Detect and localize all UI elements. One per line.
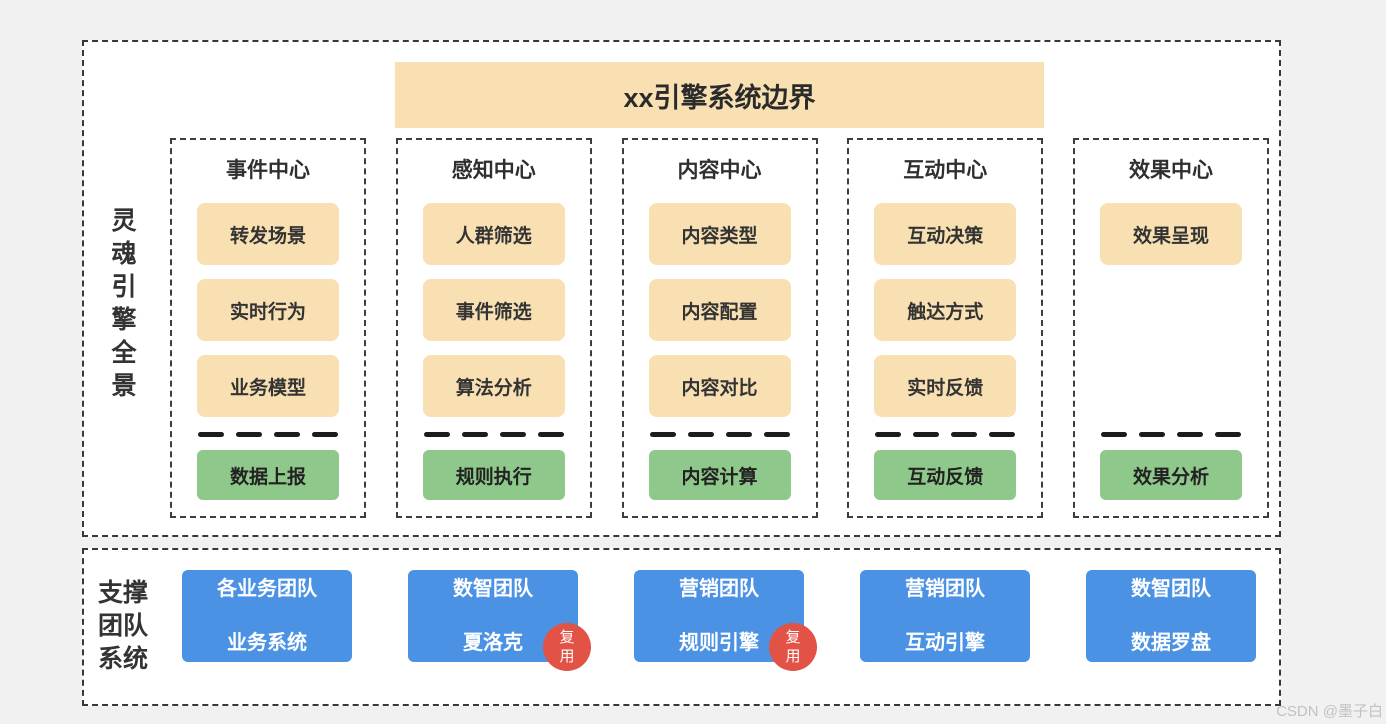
column-interaction-center: 互动中心 互动决策 触达方式 实时反馈 互动反馈 [847,138,1044,518]
footer-box: 规则执行 [422,450,565,500]
column-title: 事件中心 [226,159,310,182]
team-name: 各业务团队 [217,578,317,600]
dash [461,432,488,437]
team-name: 营销团队 [905,578,985,600]
engine-side-label: 灵魂引擎全景 [111,207,137,400]
dash [913,432,940,437]
system-name: 互动引擎 [905,632,985,654]
dash [1139,432,1165,437]
dash [499,432,526,437]
dash [687,432,714,437]
dash [1215,432,1241,437]
team-name: 数智团队 [1131,578,1211,600]
capability-box: 人群筛选 [422,203,565,265]
team-card-business-system: 各业务团队 业务系统 [182,570,352,662]
dash [198,432,224,437]
dash [274,432,300,437]
dash-separator [1101,432,1241,437]
support-panel: 支撑团队系统 各业务团队 业务系统 数智团队 夏洛克 复用 营销团队 规则引擎 … [82,548,1281,706]
engine-columns: 事件中心 转发场景 实时行为 业务模型 数据上报 感知中心 人群筛选 事件筛选 … [170,138,1269,518]
dash [312,432,338,437]
support-teams: 各业务团队 业务系统 数智团队 夏洛克 复用 营销团队 规则引擎 复用 营销团队… [182,570,1256,671]
dash [649,432,676,437]
footer-box: 互动反馈 [874,450,1017,500]
column-content-center: 内容中心 内容类型 内容配置 内容对比 内容计算 [621,138,818,518]
system-name: 夏洛克 [463,632,523,654]
capability-box: 内容对比 [648,355,791,417]
dash [537,432,564,437]
footer-box: 内容计算 [648,450,791,500]
dash [423,432,450,437]
column-event-center: 事件中心 转发场景 实时行为 业务模型 数据上报 [170,138,366,518]
engine-panel: 灵魂引擎全景 xx引擎系统边界 事件中心 转发场景 实时行为 业务模型 数据上报… [82,40,1281,537]
reuse-badge: 复用 [543,623,591,671]
footer-box: 效果分析 [1100,450,1242,500]
team-card-data-compass: 数智团队 数据罗盘 [1086,570,1256,662]
system-name: 数据罗盘 [1131,632,1211,654]
capability-box: 实时反馈 [874,355,1017,417]
dash [1101,432,1127,437]
dash-separator [649,432,790,437]
dash-separator [198,432,338,437]
reuse-badge-label: 复用 [559,629,575,665]
column-title: 互动中心 [903,159,988,182]
capability-box: 效果呈现 [1100,203,1242,265]
dash [989,432,1016,437]
team-card-interaction-engine: 营销团队 互动引擎 [860,570,1030,662]
capability-box: 实时行为 [197,279,339,341]
system-name: 业务系统 [227,632,307,654]
dash [875,432,902,437]
capability-box: 内容类型 [648,203,791,265]
capability-box: 互动决策 [874,203,1017,265]
column-title: 感知中心 [451,159,536,182]
watermark: CSDN @墨子白 [1276,703,1383,720]
column-effect-center: 效果中心 效果呈现 效果分析 [1073,138,1269,518]
column-title: 内容中心 [677,159,762,182]
column-perception-center: 感知中心 人群筛选 事件筛选 算法分析 规则执行 [395,138,592,518]
reuse-badge: 复用 [769,623,817,671]
dash-separator [423,432,564,437]
capability-box: 转发场景 [197,203,339,265]
capability-box: 内容配置 [648,279,791,341]
team-card-rule-engine: 营销团队 规则引擎 复用 [634,570,817,671]
dash [951,432,978,437]
system-name: 规则引擎 [679,632,759,654]
dash [763,432,790,437]
team-name: 数智团队 [453,578,533,600]
capability-box: 算法分析 [422,355,565,417]
column-title: 效果中心 [1129,159,1213,182]
capability-box: 触达方式 [874,279,1017,341]
capability-box: 事件筛选 [422,279,565,341]
reuse-badge-label: 复用 [785,629,801,665]
dash [236,432,262,437]
team-name: 营销团队 [679,578,759,600]
footer-box: 数据上报 [197,450,339,500]
support-side-label: 支撑团队系统 [97,579,148,673]
dash [1177,432,1203,437]
dash-separator [875,432,1016,437]
team-card-sherlock: 数智团队 夏洛克 复用 [408,570,591,671]
system-boundary-header: xx引擎系统边界 [395,62,1044,128]
dash [725,432,752,437]
capability-box: 业务模型 [197,355,339,417]
